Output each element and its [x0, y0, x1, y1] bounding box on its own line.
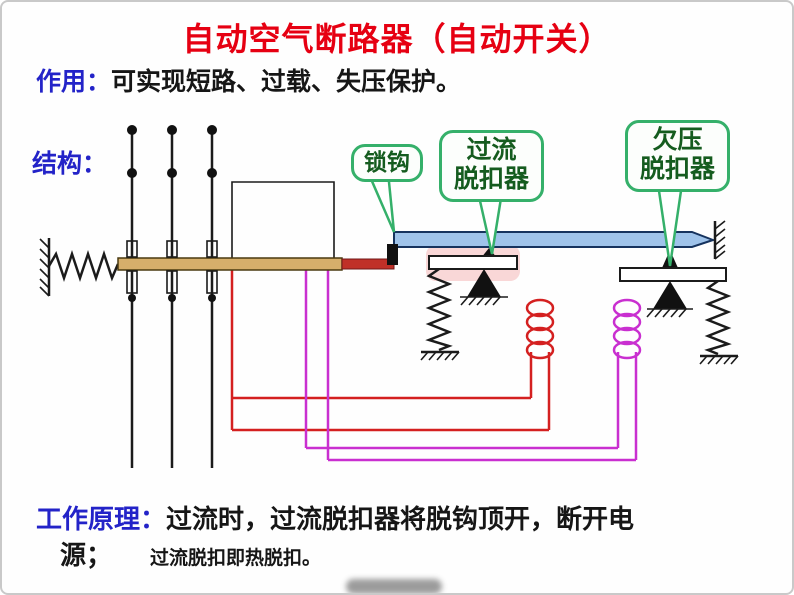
- latch-bar: [341, 258, 395, 270]
- overcurrent-coil: [525, 298, 555, 360]
- callout-lock-hook: 锁钩: [351, 144, 423, 183]
- page-title: 自动空气断路器（自动开关）: [182, 21, 612, 57]
- overcurrent-coil-wiring: [230, 270, 551, 432]
- overcurrent-release-assembly: [420, 255, 555, 361]
- principle-label: 工作原理：: [36, 505, 167, 534]
- principle-line-2: 源； 过流脱扣即热脱扣。: [60, 535, 321, 572]
- callout-overcurrent-release: 过流 脱扣器: [439, 130, 545, 202]
- callout-tail-undervoltage: [656, 182, 684, 267]
- function-label: 作用：: [36, 69, 112, 96]
- left-anchor-wall: [39, 238, 51, 297]
- principle-note: 过流脱扣即热脱扣。: [150, 548, 322, 569]
- function-text: 可实现短路、过载、失压保护。: [111, 69, 462, 96]
- contact-crossbar: [117, 257, 343, 271]
- undervoltage-release-assembly: [612, 267, 739, 365]
- principle-line: 工作原理：过流时，过流脱扣器将脱钩顶开，断开电: [36, 499, 634, 536]
- watermark-smudge: [346, 579, 442, 593]
- principle-text-2: 源；: [60, 541, 113, 570]
- main-spring: [47, 250, 120, 282]
- right-pivot-support: [713, 220, 726, 260]
- callout-undervoltage-release: 欠压 脱扣器: [625, 120, 731, 192]
- function-line: 作用：可实现短路、过载、失压保护。: [36, 62, 461, 98]
- linkage-bar: [231, 181, 335, 258]
- contact-blocks: [126, 240, 218, 302]
- lock-hook-piece: [387, 244, 398, 265]
- undervoltage-coil-wiring: [304, 270, 638, 462]
- structure-label: 结构：: [32, 151, 108, 178]
- undervoltage-coil: [612, 298, 642, 360]
- principle-text: 过流时，过流脱扣器将脱钩顶开，断开电: [166, 505, 635, 534]
